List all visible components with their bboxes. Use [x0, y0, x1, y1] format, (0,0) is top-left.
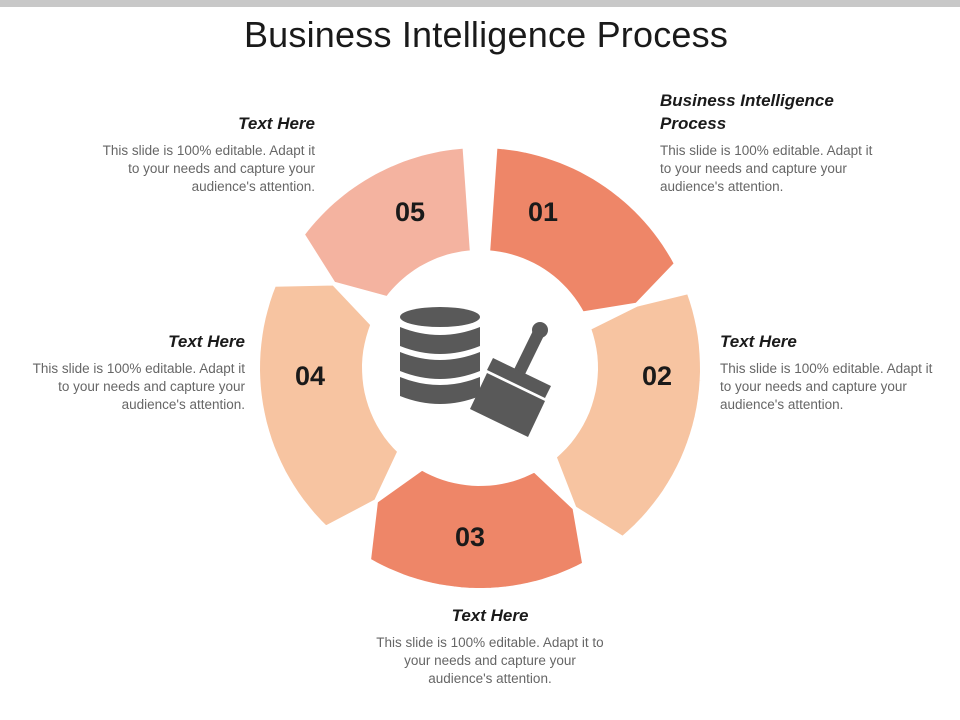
ring-segment-05: [300, 144, 475, 301]
info-block-05: Text Here This slide is 100% editable. A…: [90, 113, 315, 195]
ring-segment-02: [552, 289, 705, 541]
block-03-body: This slide is 100% editable. Adapt it to…: [376, 634, 604, 686]
ring-segment-01: [485, 144, 679, 316]
block-03-heading: Text Here: [451, 606, 529, 625]
segment-number-05: 05: [395, 197, 425, 227]
block-05-body: This slide is 100% editable. Adapt it to…: [102, 142, 315, 194]
block-04-body: This slide is 100% editable. Adapt it to…: [32, 360, 245, 412]
block-01-heading: Business Intelligence Process: [660, 91, 834, 133]
segment-number-04: 04: [295, 361, 325, 391]
page-title: Business Intelligence Process: [243, 14, 729, 55]
segment-number-02: 02: [642, 361, 672, 391]
block-04-heading: Text Here: [168, 332, 245, 351]
info-block-04: Text Here This slide is 100% editable. A…: [20, 331, 245, 413]
database-icon: [400, 307, 480, 404]
info-block-03: Text Here This slide is 100% editable. A…: [376, 605, 604, 687]
segment-number-03: 03: [455, 522, 485, 552]
info-block-01: Business Intelligence Process This slide…: [660, 90, 890, 195]
ring-segment-04: [255, 281, 402, 531]
top-bar: [0, 0, 960, 7]
block-01-body: This slide is 100% editable. Adapt it to…: [660, 142, 873, 194]
ring-segment-03: [366, 466, 587, 592]
block-02-body: This slide is 100% editable. Adapt it to…: [720, 360, 933, 412]
paint-brush-icon: [470, 322, 551, 437]
info-block-02: Text Here This slide is 100% editable. A…: [720, 331, 945, 413]
block-02-heading: Text Here: [720, 332, 797, 351]
segment-number-01: 01: [528, 197, 558, 227]
block-05-heading: Text Here: [238, 114, 315, 133]
